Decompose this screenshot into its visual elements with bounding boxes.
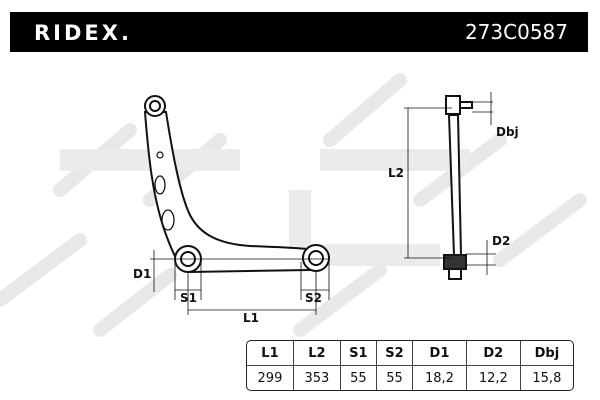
value-d1: 18,2: [413, 366, 467, 390]
header-l1: L1: [247, 341, 294, 366]
part-number: 273C0587: [464, 20, 568, 44]
label-s1: S1: [180, 291, 197, 305]
label-s2: S2: [305, 291, 322, 305]
header-dbj: Dbj: [520, 341, 573, 366]
spec-header-row: L1 L2 S1 S2 D1 D2 Dbj: [247, 341, 573, 366]
spec-table: L1 L2 S1 S2 D1 D2 Dbj 299 353 55 55 18,2…: [246, 340, 574, 391]
label-l2: L2: [388, 166, 404, 180]
spec-value-row: 299 353 55 55 18,2 12,2 15,8: [247, 366, 573, 390]
label-d2: D2: [492, 234, 510, 248]
header-d1: D1: [413, 341, 467, 366]
header-s2: S2: [376, 341, 414, 366]
value-d2: 12,2: [467, 366, 521, 390]
value-l1: 299: [247, 366, 294, 390]
header-s1: S1: [340, 341, 377, 366]
value-s2: 55: [377, 366, 414, 390]
value-dbj: 15,8: [532, 370, 562, 386]
header-d2: D2: [466, 341, 521, 366]
label-d1: D1: [133, 267, 151, 281]
value-s1: 55: [341, 366, 377, 390]
label-dbj: Dbj: [496, 125, 519, 139]
header-bar: RIDEX. 273C0587: [10, 12, 588, 52]
header-l2: L2: [293, 341, 341, 366]
label-l1: L1: [243, 311, 259, 325]
brand-logo: RIDEX.: [34, 21, 132, 45]
value-l2: 353: [294, 366, 341, 390]
